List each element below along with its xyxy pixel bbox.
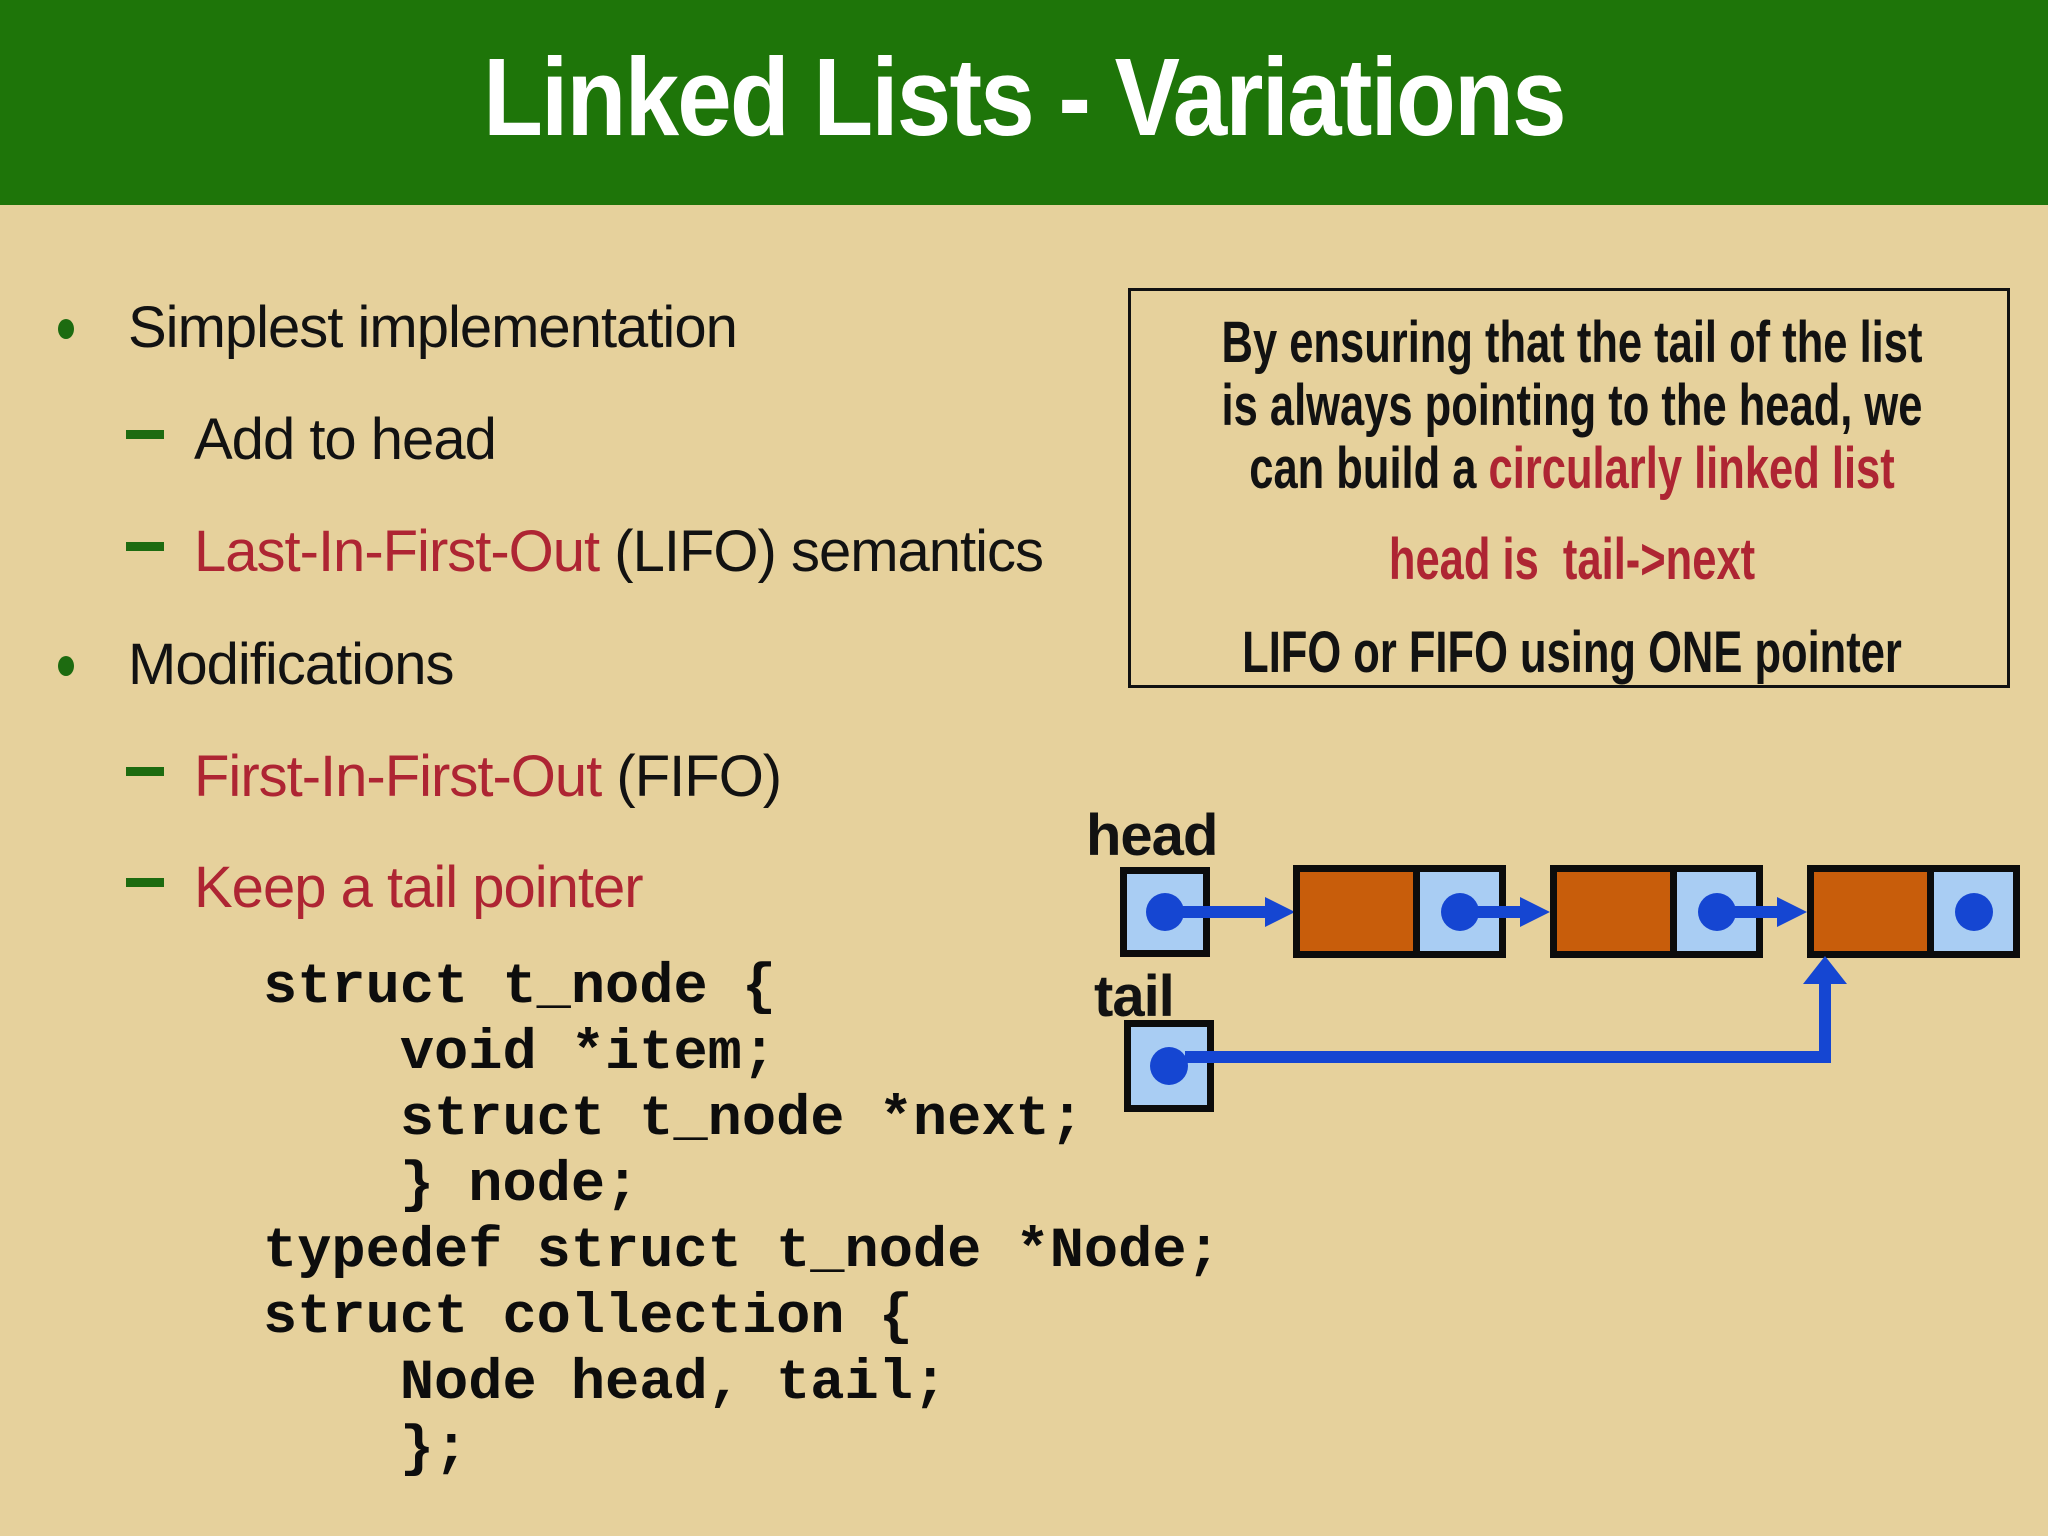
bullet-item-modifications: Modifications [58, 632, 454, 697]
next-arrowhead-icon [1777, 897, 1807, 927]
fifo-black-text: (FIFO) [601, 744, 782, 809]
note-circular-red-text: circularly linked list [1488, 436, 1895, 501]
next-arrow-shaft [1183, 906, 1265, 918]
pointer-dot-icon [1954, 892, 1993, 931]
dash-icon [126, 542, 164, 551]
pointer-dot-icon [1697, 892, 1736, 931]
note-line: By ensuring that the tail of the list [1221, 310, 1923, 375]
note-box-content: By ensuring that the tail of the list is… [1131, 291, 2013, 684]
sub-bullet-text: First-In-First-Out (FIFO) [194, 744, 782, 809]
fifo-red-text: First-In-First-Out [194, 744, 602, 809]
page-title: Linked Lists - Variations [483, 36, 1566, 159]
tail-label: tail [1094, 964, 1175, 1029]
code-line: void *item; [263, 1022, 777, 1086]
dash-icon [126, 430, 164, 439]
next-arrowhead-icon [1265, 897, 1295, 927]
sub-bullet-text: Add to head [194, 407, 497, 472]
pointer-dot-icon [1146, 893, 1184, 931]
bullet-item-simplest-implementation: Simplest implementation [58, 295, 738, 360]
bullet-text: Modifications [128, 632, 454, 697]
sub-bullet-text: Keep a tail pointer [194, 855, 644, 920]
code-block: struct t_node { void *item; struct t_nod… [263, 955, 1221, 1483]
note-paragraph: By ensuring that the tail of the list is… [1131, 311, 2013, 500]
note-line: can build a [1249, 436, 1489, 501]
note-line: is always pointing to the head, we [1221, 373, 1923, 438]
code-line: } node; [263, 1154, 640, 1218]
sub-bullet-lifo: Last-In-First-Out (LIFO) semantics [126, 519, 1044, 584]
lifo-black-text: (LIFO) semantics [599, 519, 1044, 584]
pointer-dot-icon [1150, 1047, 1188, 1085]
title-bar: Linked Lists - Variations [0, 0, 2048, 205]
tail-arrow-horizontal-shaft [1185, 1051, 1831, 1063]
head-label: head [1086, 803, 1218, 868]
node-next-cell [1927, 872, 2013, 951]
next-arrowhead-icon [1520, 897, 1550, 927]
sub-bullet-text: Last-In-First-Out (LIFO) semantics [194, 519, 1044, 584]
dash-icon [126, 767, 164, 776]
title-container: Linked Lists - Variations [0, 0, 2048, 195]
list-node [1550, 865, 1763, 958]
sub-bullet-fifo: First-In-First-Out (FIFO) [126, 744, 782, 809]
sub-bullet-keep-tail-pointer: Keep a tail pointer [126, 855, 644, 920]
pointer-dot-icon [1440, 892, 1479, 931]
tail-arrow-vertical-shaft [1819, 984, 1831, 1063]
note-lifo-fifo-line: LIFO or FIFO using ONE pointer [1242, 620, 1902, 685]
node-data-cell [1557, 872, 1670, 951]
lifo-red-text: Last-In-First-Out [194, 519, 600, 584]
list-node [1293, 865, 1506, 958]
code-line: struct t_node { [263, 956, 777, 1020]
tail-pointer-box [1124, 1020, 1214, 1112]
node-data-cell [1300, 872, 1413, 951]
next-arrow-shaft [1734, 906, 1777, 918]
tail-arrowhead-icon [1803, 956, 1847, 984]
bullet-text: Simplest implementation [128, 295, 738, 360]
code-line: }; [263, 1418, 469, 1482]
code-line: struct collection { [263, 1286, 913, 1350]
dash-icon [126, 878, 164, 887]
code-line: struct t_node *next; [263, 1088, 1084, 1152]
code-line: typedef struct t_node *Node; [263, 1220, 1221, 1284]
code-line: Node head, tail; [263, 1352, 948, 1416]
note-box: By ensuring that the tail of the list is… [1128, 288, 2010, 688]
sub-bullet-add-to-head: Add to head [126, 407, 497, 472]
bullet-dot-icon [58, 656, 74, 676]
bullet-dot-icon [58, 319, 74, 339]
list-node [1807, 865, 2020, 958]
note-head-is-tail-next: head is tail->next [1388, 527, 1756, 592]
node-data-cell [1814, 872, 1927, 951]
next-arrow-shaft [1477, 906, 1520, 918]
